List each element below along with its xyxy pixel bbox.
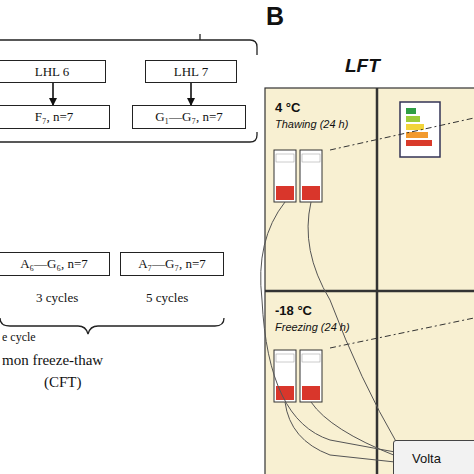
node-text: -18 °C [275,303,312,318]
fridge-door: LFT4 °CThawing (24 h)-18 °CFreezing (24 … [265,88,377,474]
energy-bar [406,116,420,122]
sample-tubes [274,150,322,202]
process-box: LHL 6 [0,60,106,83]
node-text: F₇, n=7 [35,109,74,125]
cycle-label: 5 cycles [146,290,188,306]
group-label: (CFT) [44,374,82,391]
node-text: Volta [412,451,441,466]
cycle-label: e cycle [2,330,36,345]
arrow-connector [190,83,192,105]
energy-panel [400,102,440,157]
bracket [199,34,200,40]
process-box: A₇—G₇, n=7 [120,252,224,276]
door-gap [376,88,379,474]
node-text: Freezing (24 h) [275,321,350,333]
cycle-label: 3 cycles [36,290,78,306]
fridge-body [265,88,474,474]
node-text: LHL 7 [174,64,209,80]
door-gap [265,290,474,293]
freeze-compartment: -18 °C Freezing (24 h) [265,291,377,474]
node-text: Thawing (24 h) [275,118,348,130]
thaw-compartment: 4 °C Thawing (24 h) [265,88,377,291]
node-text: 4 °C [275,100,300,115]
energy-bar [406,108,416,114]
voltage-box: Volta [393,440,474,474]
process-box: G₁—G₇, n=7 [132,105,246,129]
bracket [0,132,257,142]
group-label: mon freeze-thaw [2,352,103,369]
arrow-connector [52,83,54,105]
wire [261,202,395,452]
node-text: LHL 6 [35,64,70,80]
node-text: A₆—G₆, n=7 [20,256,88,272]
dash-line [330,318,474,348]
wire [285,402,395,462]
energy-bar [406,140,432,146]
node-text: LFT [345,55,380,77]
energy-bar [406,132,428,138]
process-box: F₇, n=7 [0,105,110,129]
dash-line [330,118,474,150]
panel-letter: B [266,2,284,31]
process-box: A₆—G₆, n=7 [0,252,110,276]
energy-bar [406,124,424,130]
node-text: G₁—G₇, n=7 [155,109,223,125]
wire [311,402,396,456]
bracket [0,40,257,55]
node-text: A₇—G₇, n=7 [138,256,206,272]
process-box: LHL 7 [145,60,237,83]
